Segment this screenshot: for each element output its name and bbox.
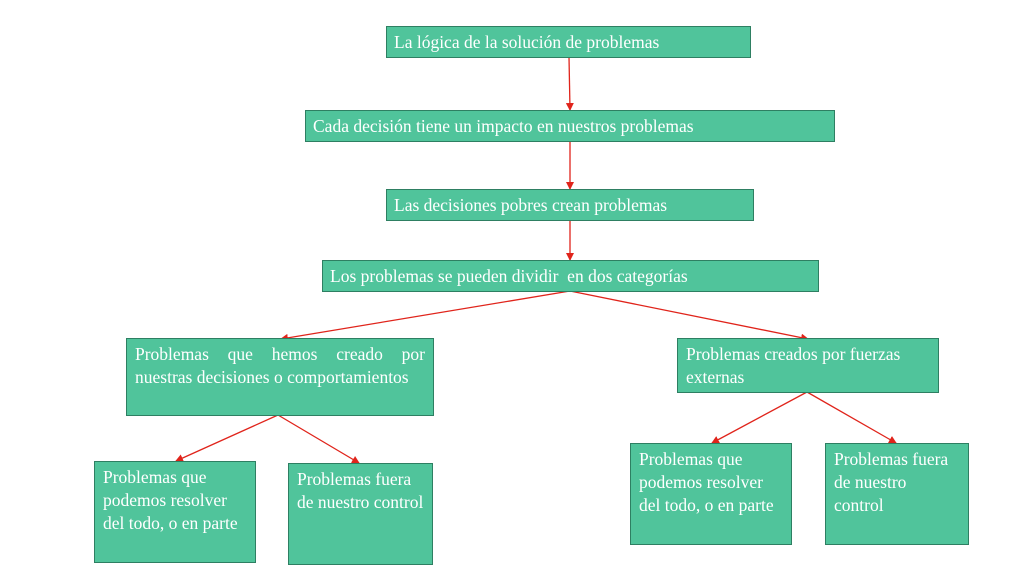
- node-categories: Los problemas se pueden dividir en dos c…: [322, 260, 819, 292]
- arrow-self-created-to-outside: [277, 414, 360, 464]
- node-root: La lógica de la solución de problemas: [386, 26, 751, 58]
- node-poor-decisions: Las decisiones pobres crean problemas: [386, 189, 754, 221]
- arrow-categories-to-external: [569, 290, 809, 342]
- node-ext-outside: Problemas fuera de nuestro control: [825, 443, 969, 545]
- node-self-outside: Problemas fuera de nuestro control: [288, 463, 433, 565]
- node-self-created: Problemas que hemos creado por nuestras …: [126, 338, 434, 416]
- node-self-solvable: Problemas que podemos resolver del todo,…: [94, 461, 256, 563]
- arrow-external-to-outside: [806, 391, 897, 444]
- node-external: Problemas creados por fuerzas externas: [677, 338, 939, 393]
- arrow-self-created-to-solvable: [175, 414, 279, 462]
- arrow-external-to-solvable: [711, 391, 808, 444]
- node-ext-solvable: Problemas que podemos resolver del todo,…: [630, 443, 792, 545]
- node-impact: Cada decisión tiene un impacto en nuestr…: [305, 110, 835, 142]
- arrow-categories-to-self-created: [280, 290, 571, 342]
- arrow-root-to-impact: [565, 56, 574, 111]
